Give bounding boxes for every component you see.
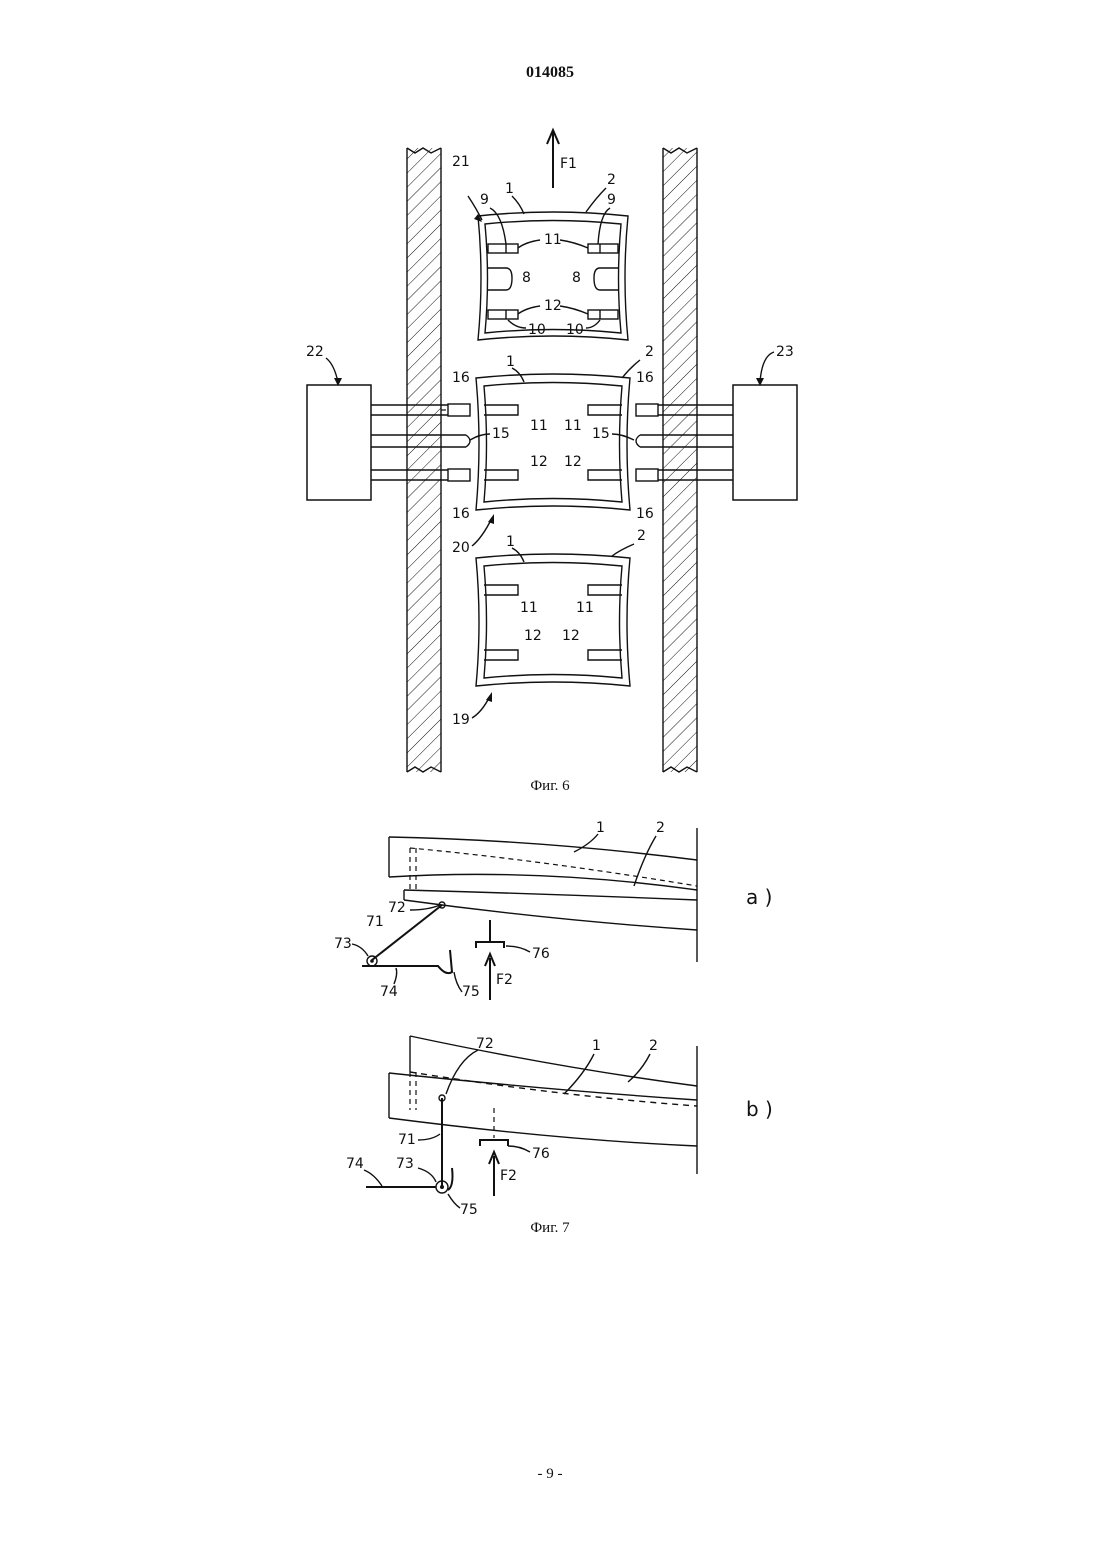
label-19: 19	[452, 712, 470, 728]
label-12-bot-right: 12	[562, 628, 580, 644]
label-20: 20	[452, 540, 470, 556]
page-number: - 9 -	[0, 1466, 1100, 1483]
label-7a-1: 1	[596, 820, 605, 836]
label-7b-71: 71	[398, 1132, 416, 1148]
label-15-left: 15	[492, 426, 510, 442]
label-7a-71: 71	[366, 914, 384, 930]
label-7b-2: 2	[649, 1038, 658, 1054]
label-2-top: 2	[607, 172, 616, 188]
label-16-ll: 16	[452, 506, 470, 522]
label-1-bot: 1	[506, 534, 515, 550]
label-16-lr: 16	[636, 506, 654, 522]
left-wall	[407, 148, 441, 772]
right-wall	[663, 148, 697, 772]
glass-unit-20: 22 23 1 2 16 16 16 16 15 15 11 11 12 12 …	[306, 344, 797, 556]
arrow-f1: F1	[547, 130, 577, 188]
label-7b-f2: F2	[500, 1168, 517, 1184]
figure-6-diagram: F1 21 1 2 9 9 11 8 8 12	[0, 0, 1100, 780]
label-12-bot-left: 12	[524, 628, 542, 644]
label-7a-2: 2	[656, 820, 665, 836]
label-7a-74: 74	[380, 984, 398, 1000]
label-23: 23	[776, 344, 794, 360]
label-12-mid-left: 12	[530, 454, 548, 470]
label-7a-72: 72	[388, 900, 406, 916]
label-11-bot-left: 11	[520, 600, 538, 616]
label-9-left: 9	[480, 192, 489, 208]
figure-6-caption: Фиг. 6	[0, 778, 1100, 795]
figure-7-diagram: 1 2 72 71 73 74 75 76 F2 a )	[0, 800, 1100, 1220]
label-12-mid-right: 12	[564, 454, 582, 470]
label-7a-73: 73	[334, 936, 352, 952]
label-7a-f2: F2	[496, 972, 513, 988]
label-11-mid-left: 11	[530, 418, 548, 434]
glass-unit-21: 21 1 2 9 9 11 8 8 12 10 10	[452, 154, 628, 340]
label-7a-76: 76	[532, 946, 550, 962]
label-7b-72: 72	[476, 1036, 494, 1052]
figure-7a: 1 2 72 71 73 74 75 76 F2 a )	[334, 820, 772, 1000]
label-f1: F1	[560, 156, 577, 172]
label-10-right: 10	[566, 322, 584, 338]
label-2-bot: 2	[637, 528, 646, 544]
label-12-top: 12	[544, 298, 562, 314]
label-7a-75: 75	[462, 984, 480, 1000]
label-7b-75: 75	[460, 1202, 478, 1218]
label-1-top: 1	[505, 181, 514, 197]
label-10-left: 10	[528, 322, 546, 338]
label-7b-76: 76	[532, 1146, 550, 1162]
label-9-right: 9	[607, 192, 616, 208]
figure-7-caption: Фиг. 7	[0, 1220, 1100, 1237]
label-22: 22	[306, 344, 324, 360]
label-21: 21	[452, 154, 470, 170]
label-11-bot-right: 11	[576, 600, 594, 616]
figure-7b: 72 1 2 71 73 74 75 76 F2 b )	[346, 1036, 773, 1218]
label-16-ur: 16	[636, 370, 654, 386]
subfigure-label-b: b )	[746, 1097, 773, 1121]
label-11-top: 11	[544, 232, 562, 248]
label-2-mid: 2	[645, 344, 654, 360]
glass-unit-19: 1 2 11 11 12 12 19	[452, 528, 646, 728]
label-1-mid: 1	[506, 354, 515, 370]
label-7b-1: 1	[592, 1038, 601, 1054]
label-15-right: 15	[592, 426, 610, 442]
subfigure-label-a: a )	[746, 885, 772, 909]
label-11-mid-right: 11	[564, 418, 582, 434]
label-16-ul: 16	[452, 370, 470, 386]
label-8-right: 8	[572, 270, 581, 286]
label-7b-74: 74	[346, 1156, 364, 1172]
label-8-left: 8	[522, 270, 531, 286]
label-7b-73: 73	[396, 1156, 414, 1172]
